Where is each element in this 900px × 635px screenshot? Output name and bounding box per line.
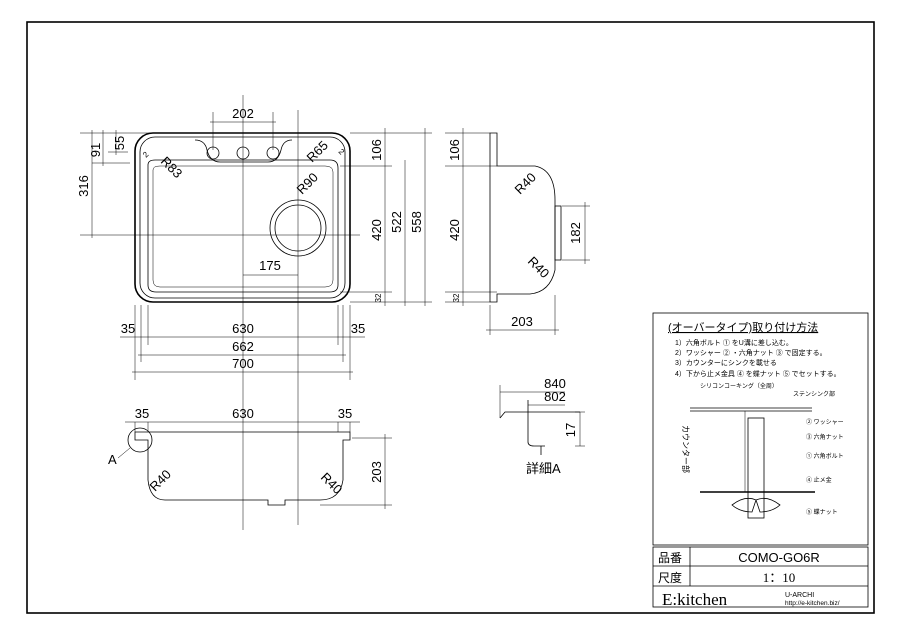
callout-sink: ステンシンク部 bbox=[793, 390, 835, 398]
dim-35-right: 35 bbox=[351, 321, 365, 336]
detail-a-title: 詳細A bbox=[526, 461, 561, 476]
install-title: (オーバータイプ)取り付け方法 bbox=[668, 320, 818, 334]
dim-106: 106 bbox=[369, 139, 384, 161]
sink-bowl bbox=[147, 159, 339, 293]
drain-outlet bbox=[269, 199, 327, 257]
section-dim-35-right: 35 bbox=[338, 406, 352, 421]
scale-value: 1：10 bbox=[763, 570, 796, 585]
dim-35-left: 35 bbox=[121, 321, 135, 336]
dim-32: 32 bbox=[374, 293, 383, 302]
dim-522: 522 bbox=[389, 211, 404, 233]
install-step: 1）六角ボルト ① をU溝に差し込む。 bbox=[675, 338, 793, 347]
chamfer-label: 2 bbox=[337, 147, 347, 157]
detail-dim-840: 840 bbox=[544, 376, 566, 391]
detail-a-label: A bbox=[108, 452, 117, 467]
maker-url: http://e-kitchen.biz/ bbox=[785, 600, 840, 607]
dim-175: 175 bbox=[259, 258, 281, 273]
part-no-label: 品番 bbox=[658, 551, 682, 565]
section-dim-35-left: 35 bbox=[135, 406, 149, 421]
section-profile bbox=[134, 431, 351, 506]
side-dim-106: 106 bbox=[447, 139, 462, 161]
callout-bracket: ④ 止メ金 bbox=[806, 476, 832, 484]
dim-tap-spacing: 202 bbox=[232, 106, 254, 121]
detail-dim-802: 802 bbox=[544, 389, 566, 404]
sink-outline bbox=[134, 132, 351, 303]
title-block: 品番 COMO-GO6R 尺度 1：10 E:kitchen U-ARCHI h… bbox=[652, 546, 869, 609]
dim-91: 91 bbox=[88, 143, 103, 157]
chamfer-label: 2 bbox=[141, 150, 151, 160]
section-dim-203: 203 bbox=[369, 461, 384, 483]
callout-nut: ③ 六角ナット bbox=[806, 433, 844, 441]
side-view: 106 420 32 R40 R40 182 203 bbox=[445, 128, 590, 335]
tap-hole bbox=[236, 146, 250, 160]
wing-nut bbox=[731, 497, 781, 513]
detail-a-marker bbox=[127, 427, 153, 453]
dim-630: 630 bbox=[232, 321, 254, 336]
tap-deck bbox=[194, 139, 293, 163]
dim-316: 316 bbox=[76, 175, 91, 197]
maker-name: U-ARCHI bbox=[785, 592, 814, 599]
side-profile bbox=[489, 132, 556, 303]
callout-washer: ② ワッシャー bbox=[806, 418, 844, 426]
side-dim-32: 32 bbox=[452, 293, 461, 302]
side-dim-182: 182 bbox=[568, 222, 583, 244]
dim-662: 662 bbox=[232, 339, 254, 354]
detail-dim-17: 17 bbox=[563, 423, 578, 437]
hex-bolt bbox=[747, 417, 765, 519]
callout-counter: カウンター部 bbox=[681, 425, 691, 473]
scale-label: 尺度 bbox=[658, 570, 682, 585]
dim-420: 420 bbox=[369, 219, 384, 241]
installation-instructions: (オーバータイプ)取り付け方法 1）六角ボルト ① をU溝に差し込む。 2）ワッ… bbox=[652, 312, 869, 546]
dim-700: 700 bbox=[232, 356, 254, 371]
callout-wingnut: ⑤ 蝶ナット bbox=[806, 508, 838, 516]
install-step: 3）カウンターにシンクを載せる bbox=[675, 358, 777, 367]
section-dim-630: 630 bbox=[232, 406, 254, 421]
dim-558: 558 bbox=[409, 211, 424, 233]
detail-a: 840 802 17 詳細A bbox=[499, 376, 585, 476]
sheet-border bbox=[26, 21, 875, 614]
brand-logo: E:kitchen bbox=[662, 590, 728, 609]
side-dim-203: 203 bbox=[511, 314, 533, 329]
part-no: COMO-GO6R bbox=[738, 550, 820, 565]
install-step: 4）下から止メ金具 ④ を蝶ナット ⑤ でセットする。 bbox=[675, 369, 841, 378]
side-dim-420: 420 bbox=[447, 219, 462, 241]
dim-55: 55 bbox=[112, 136, 127, 150]
callout-caulking: シリコンコーキング（全周） bbox=[700, 382, 778, 390]
install-step: 2）ワッシャー ② ・六角ナット ③ で固定する。 bbox=[675, 348, 827, 357]
drain-profile bbox=[554, 205, 562, 261]
callout-bolt: ① 六角ボルト bbox=[806, 452, 844, 460]
